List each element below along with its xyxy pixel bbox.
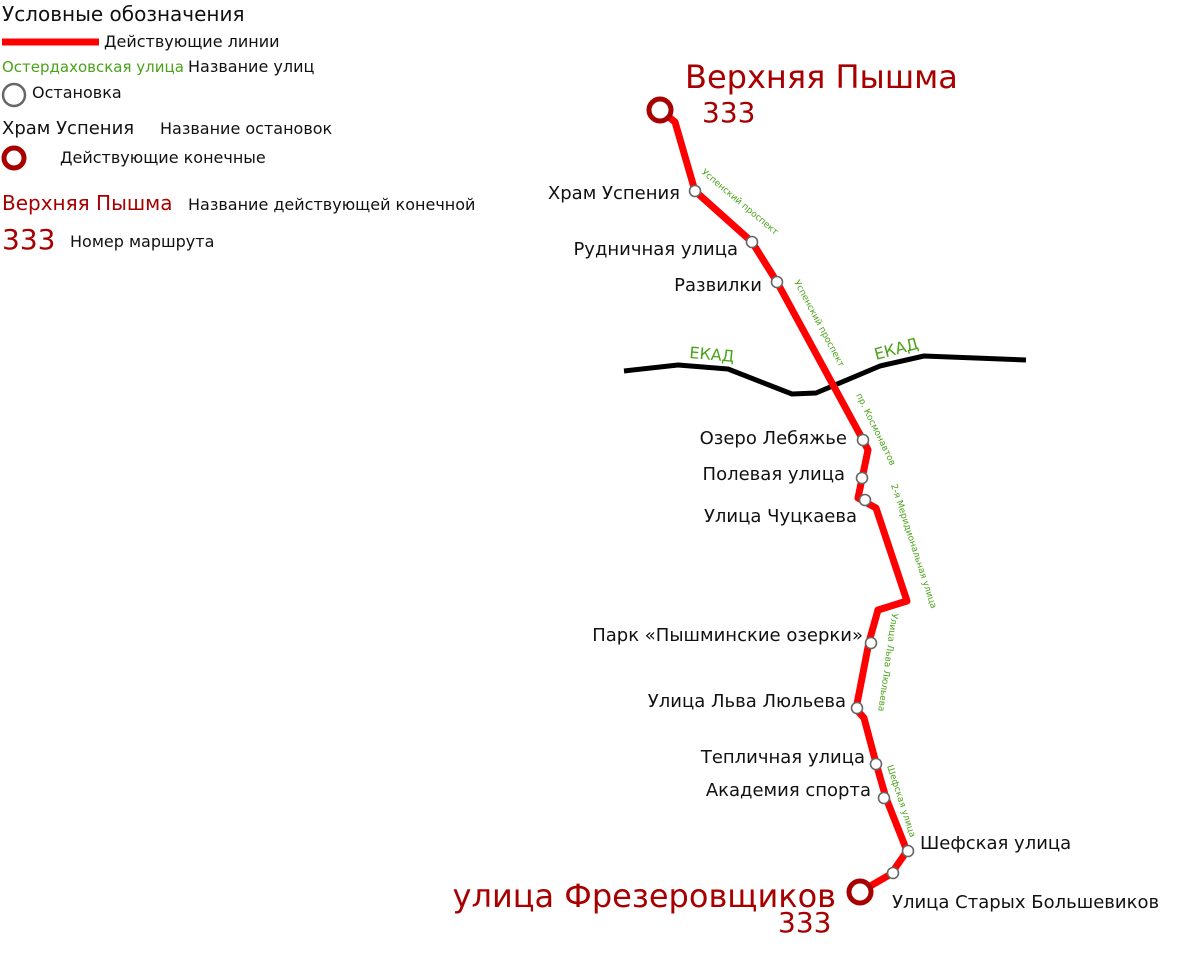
- stop-label-akademiya-sporta: Академия спорта: [706, 780, 871, 801]
- stop-icon-akademiya-sporta[interactable]: [877, 791, 891, 805]
- stop-icon-shefskaya[interactable]: [901, 844, 915, 858]
- terminal-north-route-number: 333: [702, 96, 755, 129]
- legend-terminal-names: Название действующей конечной: [188, 195, 475, 214]
- legend-terminals: Действующие конечные: [60, 148, 266, 167]
- legend-route-numbers: Номер маршрута: [70, 232, 214, 251]
- terminal-north-icon[interactable]: [646, 96, 674, 124]
- stop-label-hram-uspeniya: Храм Успения: [548, 183, 680, 204]
- legend-stop-names: Название остановок: [160, 119, 333, 138]
- stop-icon-teplichnaya[interactable]: [869, 757, 883, 771]
- terminal-north-label: Верхняя Пышма: [685, 58, 958, 96]
- stop-label-ozero-lebyazhye: Озеро Лебяжье: [700, 428, 847, 449]
- ring-road-ekad: [623, 353, 1027, 397]
- stop-label-polevaya: Полевая улица: [703, 464, 845, 485]
- stop-label-staryh-bolshevikov: Улица Старых Большевиков: [892, 892, 1159, 913]
- legend-street-names: Название улиц: [188, 57, 314, 76]
- stop-label-teplichnaya: Тепличная улица: [700, 747, 865, 768]
- stop-icon-chutskaeva[interactable]: [858, 493, 872, 507]
- stop-label-chutskaeva: Улица Чуцкаева: [704, 506, 857, 527]
- stop-label-park-pyshminskie-ozerki: Парк «Пышминские озерки»: [592, 625, 863, 646]
- stop-icon-ozero-lebyazhye[interactable]: [856, 433, 870, 447]
- legend-stop-icon: [1, 82, 27, 108]
- street-label-meridionalnaya: 2-я Меридиональная улица: [888, 483, 938, 610]
- stop-label-shefskaya: Шефская улица: [920, 833, 1071, 854]
- legend-stop: Остановка: [32, 83, 122, 102]
- legend-street-sample: Остердаховская улица: [2, 58, 184, 76]
- terminal-south-route-number: 333: [778, 906, 831, 939]
- stop-icon-park-pyshminskie-ozerki[interactable]: [864, 636, 878, 650]
- legend-route-sample: 333: [2, 223, 55, 256]
- stop-icon-hram-uspeniya[interactable]: [688, 184, 702, 198]
- stop-label-razvilki: Развилки: [674, 275, 762, 296]
- legend-terminal-sample: Верхняя Пышма: [2, 191, 173, 215]
- stop-icon-polevaya[interactable]: [855, 471, 869, 485]
- stop-icon-rudnichnaya[interactable]: [745, 235, 759, 249]
- stop-icon-lva-lyulyeva[interactable]: [850, 701, 864, 715]
- legend-title: Условные обозначения: [2, 2, 245, 26]
- stop-label-lva-lyulyeva: Улица Льва Люльева: [648, 691, 846, 712]
- terminal-south-icon[interactable]: [846, 878, 874, 906]
- stop-label-rudnichnaya: Рудничная улица: [573, 239, 738, 260]
- ring-road-label-left: ЕКАД: [689, 343, 735, 366]
- stop-icon-razvilki[interactable]: [770, 275, 784, 289]
- stop-icon-staryh-bolshevikov[interactable]: [886, 866, 900, 880]
- terminal-south-label: улица Фрезеровщиков: [453, 877, 836, 915]
- street-label-lyulyeva: Улица Льва Люльева: [875, 613, 899, 713]
- legend-stop-sample: Храм Успения: [2, 118, 134, 139]
- legend-active-lines: Действующие линии: [104, 32, 280, 51]
- legend-terminal-icon: [1, 145, 27, 171]
- legend: Условные обозначения Действующие линии О…: [1, 2, 475, 256]
